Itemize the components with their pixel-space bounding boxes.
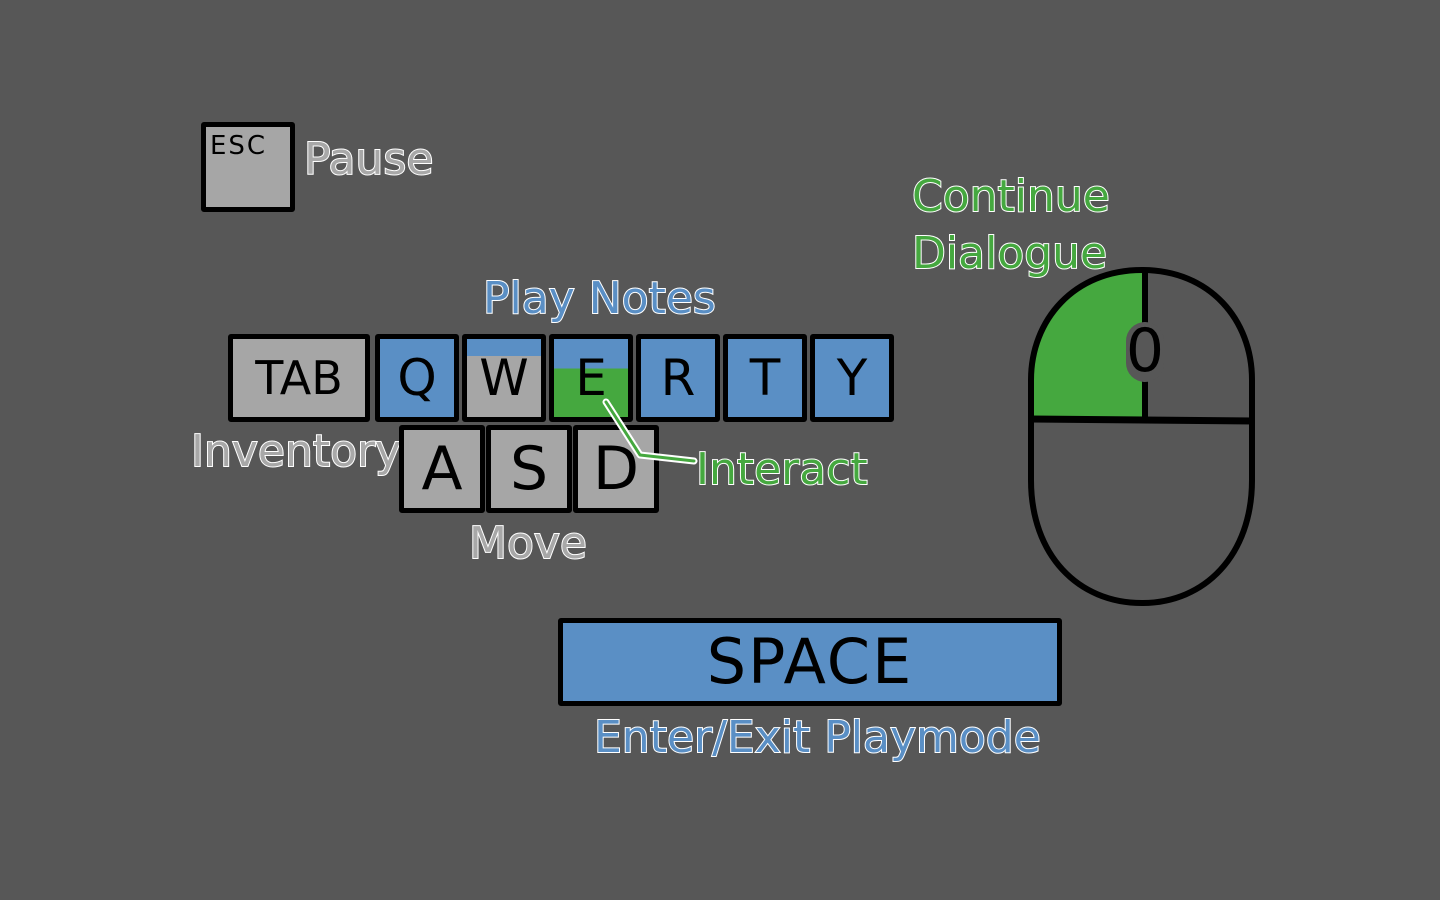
enter-exit-playmode-label: Enter/Exit Playmode [593,712,1042,763]
inventory-label: Inventory [190,426,402,477]
d-key-label: D [592,434,640,504]
q-key: Q [375,334,459,422]
a-key-label: A [421,434,463,504]
continue-dialogue-label-line1: Continue [911,171,1111,222]
tab-key-label: TAB [255,351,343,405]
q-key-label: Q [397,349,437,407]
pause-label: Pause [303,134,434,185]
continue-dialogue-label-line2: Dialogue [911,228,1108,279]
esc-key-label: ESC [210,131,268,161]
t-key: T [723,334,807,422]
e-key: E [549,334,633,422]
mouse-scroll-wheel-glyph: 0 [1125,316,1165,386]
s-key-label: S [509,434,549,504]
play-notes-label: Play Notes [482,273,717,324]
esc-key: ESC [201,122,295,212]
w-key: W [462,334,546,422]
d-key: D [573,425,659,513]
r-key: R [636,334,720,422]
space-key-label: SPACE [706,625,914,698]
t-key-label: T [749,349,781,407]
space-key: SPACE [558,618,1062,706]
s-key: S [486,425,572,513]
r-key-label: R [660,349,696,407]
y-key: Y [810,334,894,422]
y-key-label: Y [836,349,868,407]
interact-label: Interact [695,444,869,495]
a-key: A [399,425,485,513]
e-key-label: E [575,349,607,407]
mouse-scroll-wheel [1126,322,1164,382]
move-label: Move [468,518,588,569]
tab-key: TAB [228,334,370,422]
w-key-label: W [479,349,529,407]
